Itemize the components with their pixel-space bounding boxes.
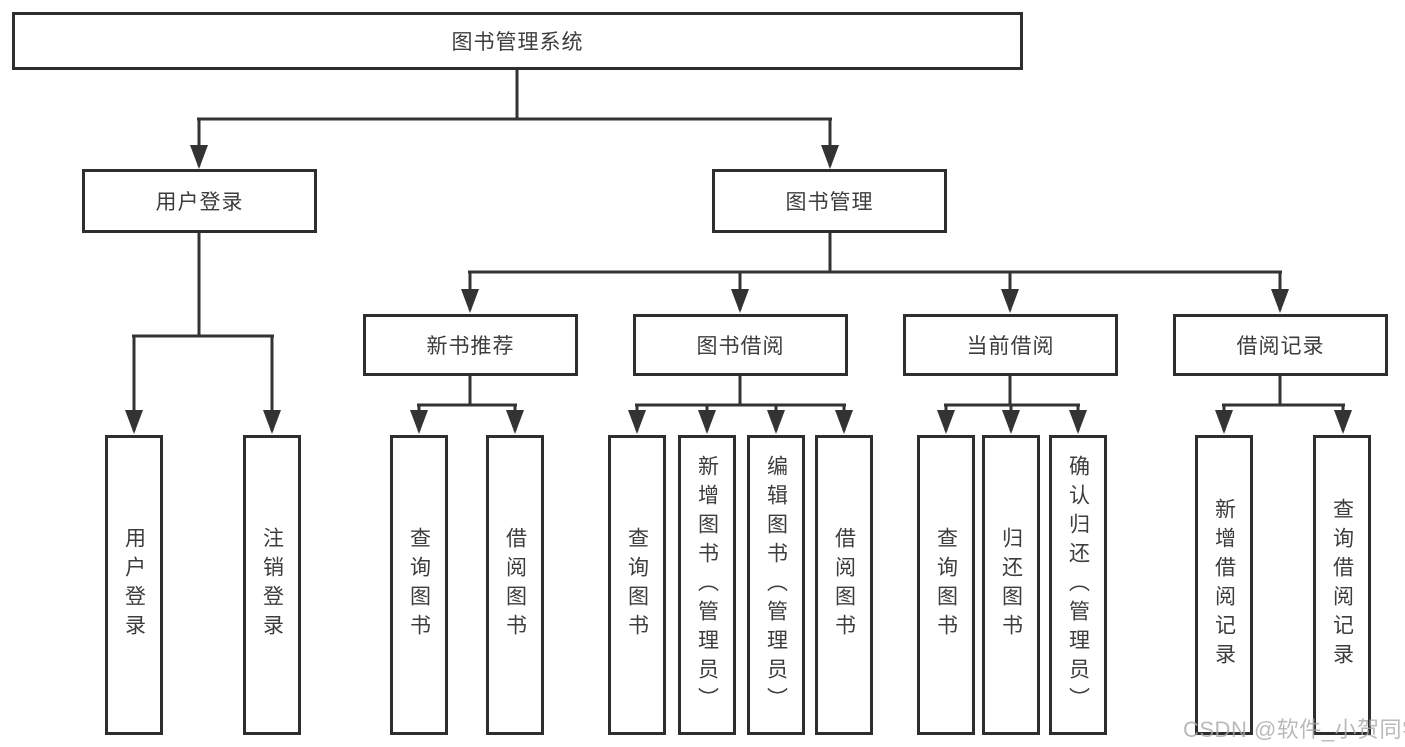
node-label: 图书管理 [785,191,874,214]
leaf-query-books: 查询图书 [390,435,448,735]
node-label: 新书推荐 [426,335,515,358]
node-label: 图书管理系统 [451,31,584,54]
node-label: 图书借阅 [696,335,785,358]
leaf-add-books-admin: 新增图书（管理员） [678,435,736,735]
node-user-login: 用户登录 [82,169,317,233]
node-book-management: 图书管理 [712,169,947,233]
node-label: 用户登录 [155,191,244,214]
leaf-user-login: 用户登录 [105,435,163,735]
node-label: 当前借阅 [966,335,1055,358]
leaf-confirm-return-admin: 确认归还（管理员） [1049,435,1107,735]
leaf-return-books: 归还图书 [982,435,1040,735]
leaf-label: 新增图书（管理员） [695,454,719,716]
csdn-watermark: CSDN @软件_小贺同学 [1183,717,1405,742]
leaf-label: 编辑图书（管理员） [764,454,788,716]
leaf-label: 查询图书 [407,527,431,643]
node-label: 借阅记录 [1236,335,1325,358]
leaf-label: 新增借阅记录 [1212,498,1236,672]
leaf-borrow-books: 借阅图书 [486,435,544,735]
node-new-book-recommend: 新书推荐 [363,314,578,376]
leaf-label: 归还图书 [999,527,1023,643]
leaf-query-borrow-record: 查询借阅记录 [1313,435,1371,735]
leaf-label: 用户登录 [122,527,146,643]
node-current-borrow: 当前借阅 [903,314,1118,376]
leaf-label: 查询图书 [625,527,649,643]
node-book-borrow: 图书借阅 [633,314,848,376]
node-borrow-record: 借阅记录 [1173,314,1388,376]
leaf-borrow-books: 借阅图书 [815,435,873,735]
leaf-label: 注销登录 [260,527,284,643]
node-library-management-system: 图书管理系统 [12,12,1023,70]
leaf-query-books: 查询图书 [608,435,666,735]
leaf-label: 查询图书 [934,527,958,643]
leaf-label: 借阅图书 [503,527,527,643]
leaf-add-borrow-record: 新增借阅记录 [1195,435,1253,735]
leaf-label: 查询借阅记录 [1330,498,1354,672]
leaf-logout: 注销登录 [243,435,301,735]
leaf-label: 确认归还（管理员） [1066,454,1090,716]
leaf-edit-books-admin: 编辑图书（管理员） [747,435,805,735]
leaf-query-books: 查询图书 [917,435,975,735]
leaf-label: 借阅图书 [832,527,856,643]
